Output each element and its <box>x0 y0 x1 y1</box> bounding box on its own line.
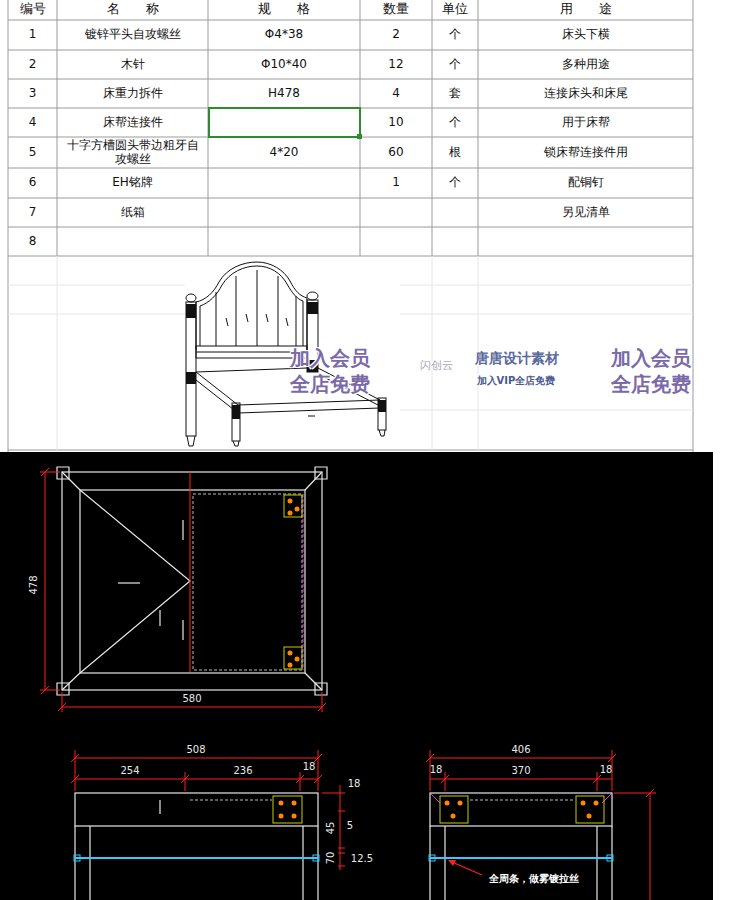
dimension-text: 508 <box>186 744 205 756</box>
hardware <box>273 796 302 823</box>
table-cell: 木针 <box>57 50 208 79</box>
table-cell: 十字方槽圆头带边粗牙自攻螺丝 <box>57 137 208 168</box>
plan-view <box>57 467 327 695</box>
table-header: 用 途 <box>478 0 693 20</box>
bed-illustration <box>186 262 386 446</box>
leader-line <box>448 860 482 875</box>
table-cell: 床重力拆件 <box>57 79 208 108</box>
hardware <box>431 794 611 823</box>
dashed-outline <box>193 494 302 670</box>
table-header: 单位 <box>432 0 478 20</box>
table-cell: 1 <box>8 20 57 50</box>
note-text: 全周条，做雾镀拉丝 <box>489 873 579 885</box>
center-line <box>190 472 191 672</box>
watermark: 加入会员 全店免费 <box>282 345 378 397</box>
table-cell: 5 <box>8 137 57 168</box>
table-cell: 3 <box>8 79 57 108</box>
table-header: 名 称 <box>57 0 208 20</box>
dimension-text: 5 <box>347 820 353 832</box>
table-cell: Φ10*40 <box>208 50 360 79</box>
dimension-text: 406 <box>511 744 530 756</box>
watermark: 加入会员 全店免费 <box>603 345 699 397</box>
table-cell: 个 <box>432 50 478 79</box>
dashed-line <box>190 800 272 801</box>
watermark: 闪创云 <box>420 359 453 372</box>
dimension-text: 236 <box>233 765 252 777</box>
dimension-text: 12.5 <box>351 853 373 865</box>
table-cell: 4 <box>8 108 57 137</box>
dimension-lines <box>40 468 656 900</box>
table-cell: 8 <box>8 227 57 256</box>
table-cell: 套 <box>432 79 478 108</box>
table-cell: 7 <box>8 198 57 227</box>
dimension-text: 18 <box>430 764 443 776</box>
hardware <box>284 495 302 669</box>
table-grid <box>8 0 693 452</box>
selected-cell <box>209 108 362 139</box>
table-cell: 连接床头和床尾 <box>478 79 693 108</box>
table-cell: Φ4*38 <box>208 20 360 50</box>
watermark: 唐唐设计素材 <box>475 350 559 367</box>
table-cell: 2 <box>8 50 57 79</box>
dashed-line <box>470 800 575 801</box>
dimension-text: 45 <box>325 822 337 835</box>
rail-line <box>429 855 613 861</box>
table-header: 规 格 <box>208 0 360 20</box>
table-cell: 4*20 <box>208 137 360 168</box>
cad-background <box>0 452 713 900</box>
table-cell: 12 <box>360 50 432 79</box>
rail-line <box>74 855 319 861</box>
table-cell: 6 <box>8 168 57 198</box>
dimension-text: 370 <box>511 765 530 777</box>
dimension-text: 18 <box>303 761 316 773</box>
table-cell: 另见清单 <box>478 198 693 227</box>
dimension-text: 18 <box>348 778 361 790</box>
table-cell: 纸箱 <box>57 198 208 227</box>
table-cell: 1 <box>360 168 432 198</box>
table-cell: 2 <box>360 20 432 50</box>
dimension-text: 254 <box>120 765 139 777</box>
table-header: 编号 <box>8 0 57 20</box>
table-cell: EH铭牌 <box>57 168 208 198</box>
table-header: 数量 <box>360 0 432 20</box>
sheet-gridlines <box>8 256 693 450</box>
dimension-text: 478 <box>28 575 40 594</box>
table-cell: 10 <box>360 108 432 137</box>
table-cell: 个 <box>432 108 478 137</box>
dashed-edge <box>303 494 304 670</box>
dimension-text: 580 <box>182 693 201 705</box>
dimension-text: 70 <box>325 852 337 865</box>
table-cell: 4 <box>360 79 432 108</box>
watermark: 加入VIP全店免费 <box>477 375 556 387</box>
table-cell: 配铜钉 <box>478 168 693 198</box>
table-cell: 床头下横 <box>478 20 693 50</box>
table-cell: 根 <box>432 137 478 168</box>
table-cell: 个 <box>432 20 478 50</box>
front-elevation <box>75 793 318 900</box>
table-cell: 床帮连接件 <box>57 108 208 137</box>
table-cell: 镀锌平头自攻螺丝 <box>57 20 208 50</box>
table-cell: H478 <box>208 79 360 108</box>
table-cell: 多种用途 <box>478 50 693 79</box>
post-bands <box>186 302 386 419</box>
side-elevation <box>430 793 612 900</box>
dimension-text: 18 <box>600 764 613 776</box>
table-cell: 锁床帮连接件用 <box>478 137 693 168</box>
table-cell: 用于床帮 <box>478 108 693 137</box>
table-cell: 个 <box>432 168 478 198</box>
table-cell: 60 <box>360 137 432 168</box>
